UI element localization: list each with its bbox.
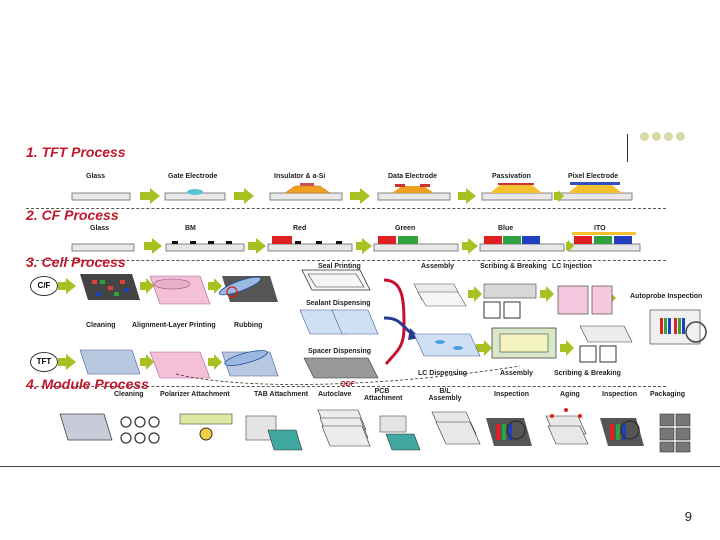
cell-step-lc-dispensing: LC Dispensing (418, 370, 468, 377)
tft-process-title: 1. TFT Process (26, 144, 126, 160)
tft-step-pixel: Pixel Electrode (568, 173, 619, 180)
cell-step-alignment: Alignment-Layer Printing (132, 322, 216, 329)
cell-step-autoprobe: Autoprobe Inspection (630, 293, 703, 300)
cell-step-cleaning: Cleaning (86, 322, 116, 329)
cell-step-rubbing: Rubbing (234, 322, 263, 329)
cell-step-assembly-top: Assembly (421, 263, 455, 270)
decorative-dots (640, 128, 688, 146)
cf-step-glass: Glass (90, 225, 110, 232)
cf-step-blue: Blue (498, 225, 514, 232)
cell-step-scribing-top: Scribing & Breaking (480, 263, 547, 270)
cf-step-bm: BM (185, 225, 196, 232)
cf-process-illustration (71, 232, 641, 254)
bottom-rule (0, 466, 720, 467)
cell-step-scribing-bottom: Scribing & Breaking (554, 370, 621, 377)
module-step-tab: TAB Attachment (254, 391, 309, 398)
module-step-autoclave: Autoclave (318, 391, 352, 398)
odf-label: ODF (340, 381, 355, 388)
cf-step-ito: ITO (594, 225, 606, 232)
page-number: 9 (684, 509, 692, 524)
cell-separator (26, 386, 666, 387)
module-process-title: 4. Module Process (26, 376, 149, 392)
cf-separator (26, 260, 666, 261)
tft-step-glass: Glass (86, 173, 106, 180)
tft-step-passivation: Passivation (492, 173, 531, 180)
cell-step-lc-injection: LC Injection (552, 263, 593, 270)
cf-process-title: 2. CF Process (26, 207, 119, 223)
decorative-line (627, 134, 628, 162)
module-process-illustration (59, 408, 691, 453)
cf-step-red: Red (293, 225, 307, 232)
module-step-inspection-2: Inspection (602, 391, 638, 398)
tft-tag: TFT (30, 352, 58, 372)
cell-process-illustration (58, 269, 707, 385)
module-step-bl: B/L Assembly (428, 388, 462, 402)
module-step-pcb: PCB Attachment (364, 388, 403, 402)
module-step-inspection-1: Inspection (494, 391, 530, 398)
tft-step-gate: Gate Electrode (168, 173, 218, 180)
cf-step-green: Green (395, 225, 416, 232)
cell-step-assembly-bottom: Assembly (500, 370, 534, 377)
tft-separator (26, 208, 666, 209)
cf-tag: C/F (30, 276, 58, 296)
cell-step-spacer-dispensing: Spacer Dispensing (308, 348, 372, 355)
cell-step-seal-printing: Seal Printing (318, 263, 361, 270)
cell-process-title: 3. Cell Process (26, 254, 126, 270)
tft-step-insulator: Insulator & a-Si (274, 173, 326, 180)
module-step-packaging: Packaging (650, 391, 686, 398)
tft-process-illustration (71, 182, 633, 204)
module-step-cleaning: Cleaning (114, 391, 144, 398)
cell-step-sealant-dispensing: Sealant Dispensing (306, 300, 371, 307)
module-step-polarizer: Polarizer Attachment (160, 391, 230, 398)
tft-step-data: Data Electrode (388, 173, 438, 180)
module-step-aging: Aging (560, 391, 580, 398)
